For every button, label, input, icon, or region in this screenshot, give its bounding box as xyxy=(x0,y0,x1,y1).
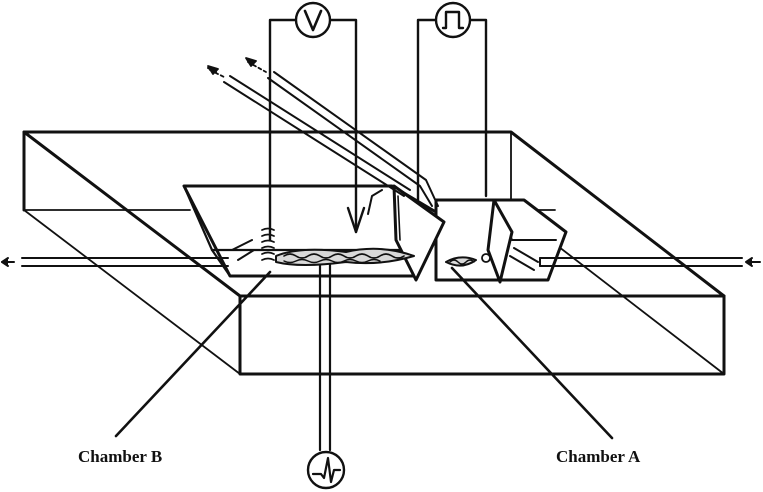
label-chamber-b: Chamber B xyxy=(78,447,163,466)
recording-electrode xyxy=(346,132,383,234)
perfusion-tube-right xyxy=(539,257,761,267)
coil-electrode xyxy=(261,227,275,261)
suction-tube-inner xyxy=(267,71,439,207)
label-chamber-a: Chamber A xyxy=(556,447,641,466)
leader-line-chamber-a xyxy=(450,266,614,440)
leader-line-chamber-b xyxy=(114,270,272,438)
perfusion-tube-left xyxy=(1,257,229,267)
voltmeter-icon xyxy=(294,1,332,39)
recorder-wires xyxy=(318,260,332,452)
pulse-icon xyxy=(434,1,472,39)
voltmeter-wires xyxy=(268,18,358,242)
tube-connector-right xyxy=(509,247,539,271)
tube-connector-left xyxy=(231,239,255,261)
nerve-preparation xyxy=(275,247,491,267)
stimulator-wires xyxy=(416,18,488,202)
action-potential-icon xyxy=(306,450,346,490)
outflow-arrows xyxy=(207,57,267,79)
